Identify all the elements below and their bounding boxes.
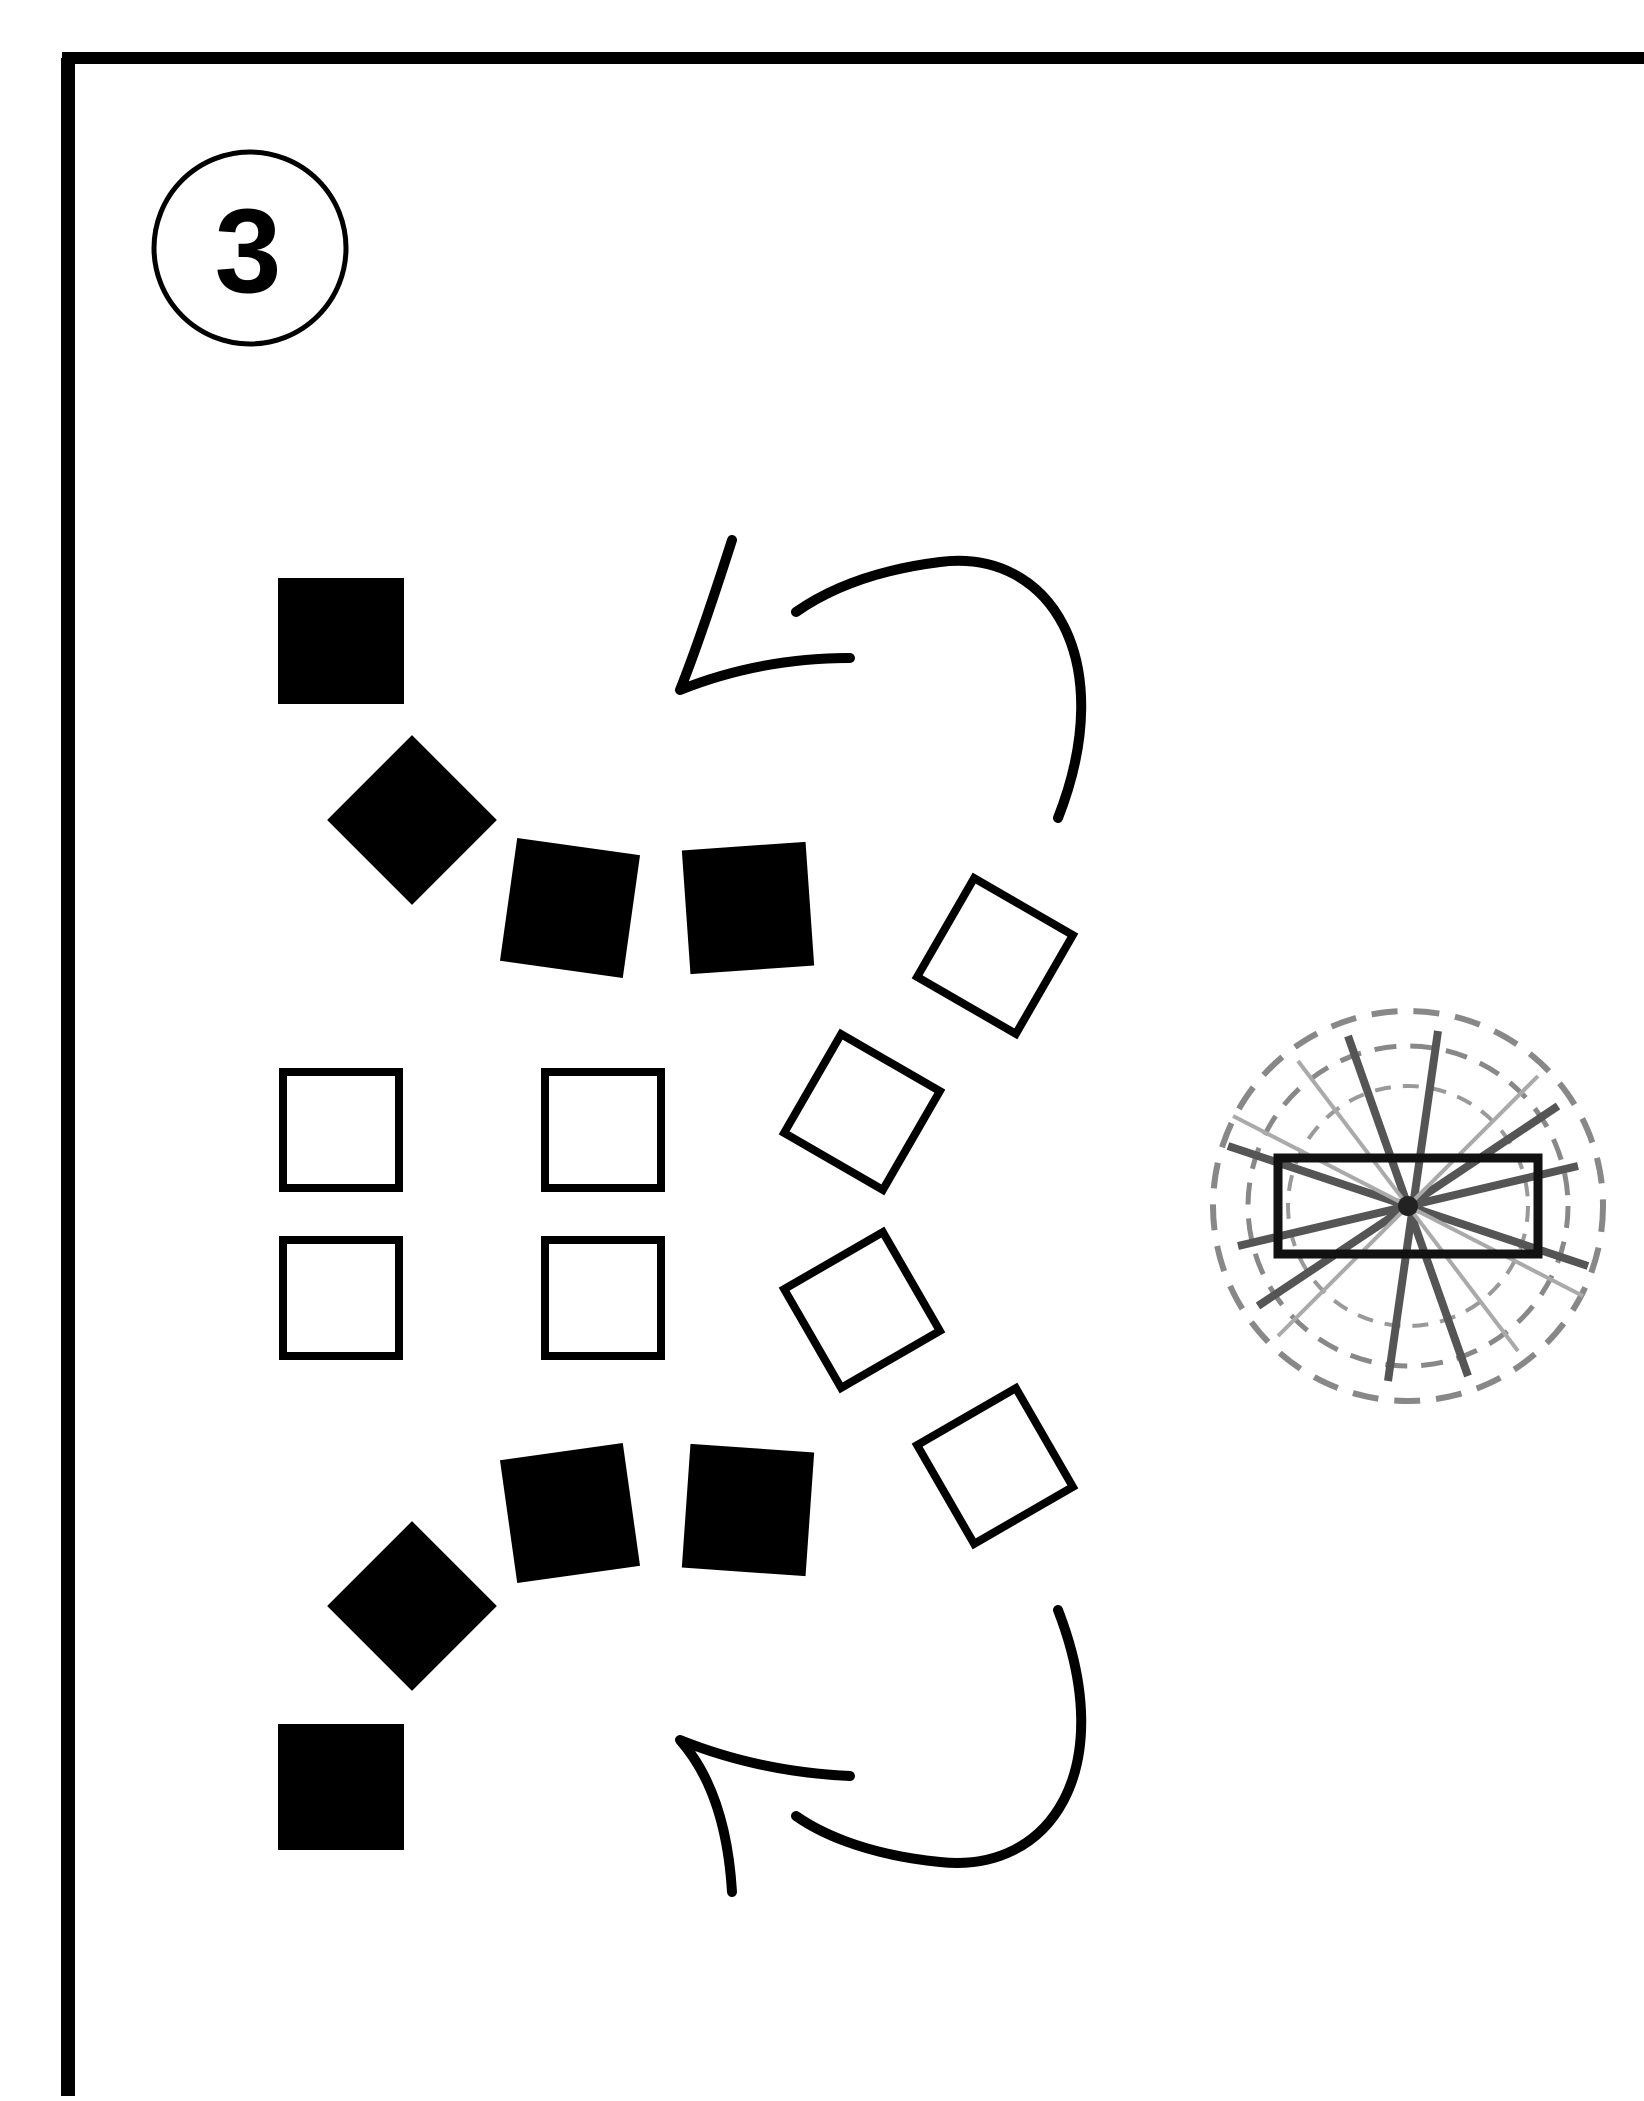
arrowhead-icon [680,540,850,690]
outline-diamond [784,1034,940,1190]
upper-filled-pieces [278,578,814,978]
right-outline-arc [784,878,1073,1544]
arrowhead-icon [680,1740,850,1892]
step-number: 3 [215,184,282,318]
outline-square [545,1240,661,1356]
outline-square [283,1240,399,1356]
outline-diamond [917,878,1073,1034]
spinning-rectangle-icon [1213,1011,1603,1401]
outline-square [283,1072,399,1188]
filled-square [500,1443,640,1583]
step-marker: 3 [154,152,346,344]
filled-square [682,842,814,974]
filled-square [278,1724,404,1850]
outline-diamond [784,1232,940,1388]
filled-square [500,838,640,978]
outline-square [545,1072,661,1188]
rotation-arrows [680,540,1081,1892]
lower-filled-pieces [278,1443,814,1850]
filled-diamond [327,1521,497,1691]
filled-diamond [327,735,497,905]
filled-square [278,578,404,704]
upper-rotation-arrow [680,540,1081,818]
lower-rotation-arrow [680,1610,1081,1892]
outline-diamond [917,1388,1073,1544]
filled-square [682,1444,814,1576]
center-outline-grid [283,1072,661,1356]
